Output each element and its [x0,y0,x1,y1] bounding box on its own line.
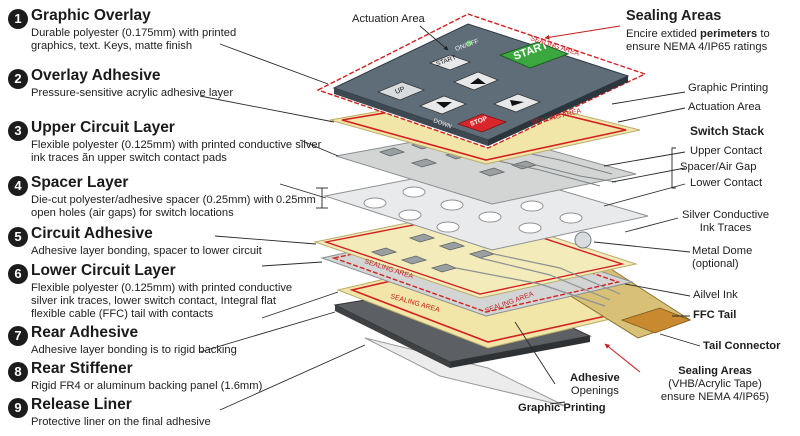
ailver-ink-label: Ailvel Ink [693,289,738,301]
layer-title: Overlay Adhesive [31,67,161,84]
layer-title: Rear Adhesive [31,324,139,341]
layer-number-badge: 9 [8,398,28,418]
start-small-key [428,54,472,71]
switch-stack-label: Switch Stack [690,124,765,138]
layer-number-badge: 5 [8,227,28,247]
right-arrow-icon [510,100,524,106]
switch-stack-bracket [671,147,676,189]
tail-connector-label: Tail Connector [703,340,781,352]
layer-description: Durable polyester (0.175mm) with printed… [31,27,237,53]
sealing-callout-top [544,25,621,40]
layer-description: Adhesive layer bonding, spacer to lower … [31,245,262,257]
graphic-overlay-edge-right [488,76,628,146]
sealing-areas-title: Sealing Areas [626,8,722,24]
graphic-printing-bottom-label: Graphic Printing [518,402,606,414]
layer-number-badge: 2 [8,69,28,89]
lower-traces [455,253,621,307]
up-arrow-icon [470,78,486,84]
layer-title: Lower Circuit Layer [31,262,176,279]
layer-description: Adhesive layer bonding is to rigid backi… [31,344,237,356]
start-big-key [498,41,570,69]
spacer-gap-label: Spacer/Air Gap [680,161,757,173]
layer-description: Flexible polyester (0.125mm) with printe… [31,282,293,321]
graphic-overlay-edge [334,88,488,146]
metal-dome [574,231,592,249]
thickness-label: 0.25mm [276,194,316,206]
layer-number-badge: 3 [8,121,28,141]
sealing-bottom-label: Sealing Areas (VHB/Acrylic Tape) ensure … [660,365,770,403]
layer-description: Pressure-sensitive acrylic adhesive laye… [31,87,234,99]
status-led [466,40,472,46]
layer-title: Circuit Adhesive [31,225,153,242]
layer-number-badge: 6 [8,264,28,284]
layer-number-badge: 4 [8,176,28,196]
left-leader-lines [199,43,366,411]
thickness-dimension [316,187,328,209]
layer-number-badge: 7 [8,326,28,346]
graphic-printing-label: Graphic Printing [688,82,769,94]
rear-stiffener-edge-right [450,336,590,368]
right-leader-lines [419,25,701,405]
ffc-tail-label: FFC Tail [693,309,737,321]
layer-description: Die-cut polyester/adhesive spacer (0.25m… [31,194,274,220]
upper-contact-label: Upper Contact [690,145,763,157]
layer-title: Graphic Overlay [31,7,151,24]
layer-number-badge: 8 [8,362,28,382]
sealing-callout-bottom [604,343,641,373]
rear-stiffener-edge [335,305,450,368]
layer-number-badge: 1 [8,9,28,29]
layer-title: Release Liner [31,396,132,413]
lower-contact-pads [370,233,496,273]
up-key [376,81,426,101]
layer-title: Upper Circuit Layer [31,119,175,136]
actuation-area-label: Actuation Area [688,101,761,113]
layer-title: Rear Stiffener [31,360,133,377]
ffc-tail-contacts [620,307,692,334]
sealing-areas-description: Encire extided perimeters to ensure NEMA… [626,28,770,53]
layer-description: Protective liner on the final adhesive [31,416,211,428]
down-arrow-icon [436,102,452,108]
layer-description: Flexible polyester (0.125mm) with printe… [31,139,322,165]
layer-description: Rigid FR4 or aluminum backing panel (1.6… [31,380,263,392]
actuation-area-top-label: Actuation Area [352,13,425,25]
stop-key [456,113,508,133]
layer-title: Spacer Layer [31,174,129,191]
lower-contact-label: Lower Contact [690,177,763,189]
metal-dome-label: Metal Dome(optional) [692,245,753,270]
up-label: UP [394,86,406,96]
